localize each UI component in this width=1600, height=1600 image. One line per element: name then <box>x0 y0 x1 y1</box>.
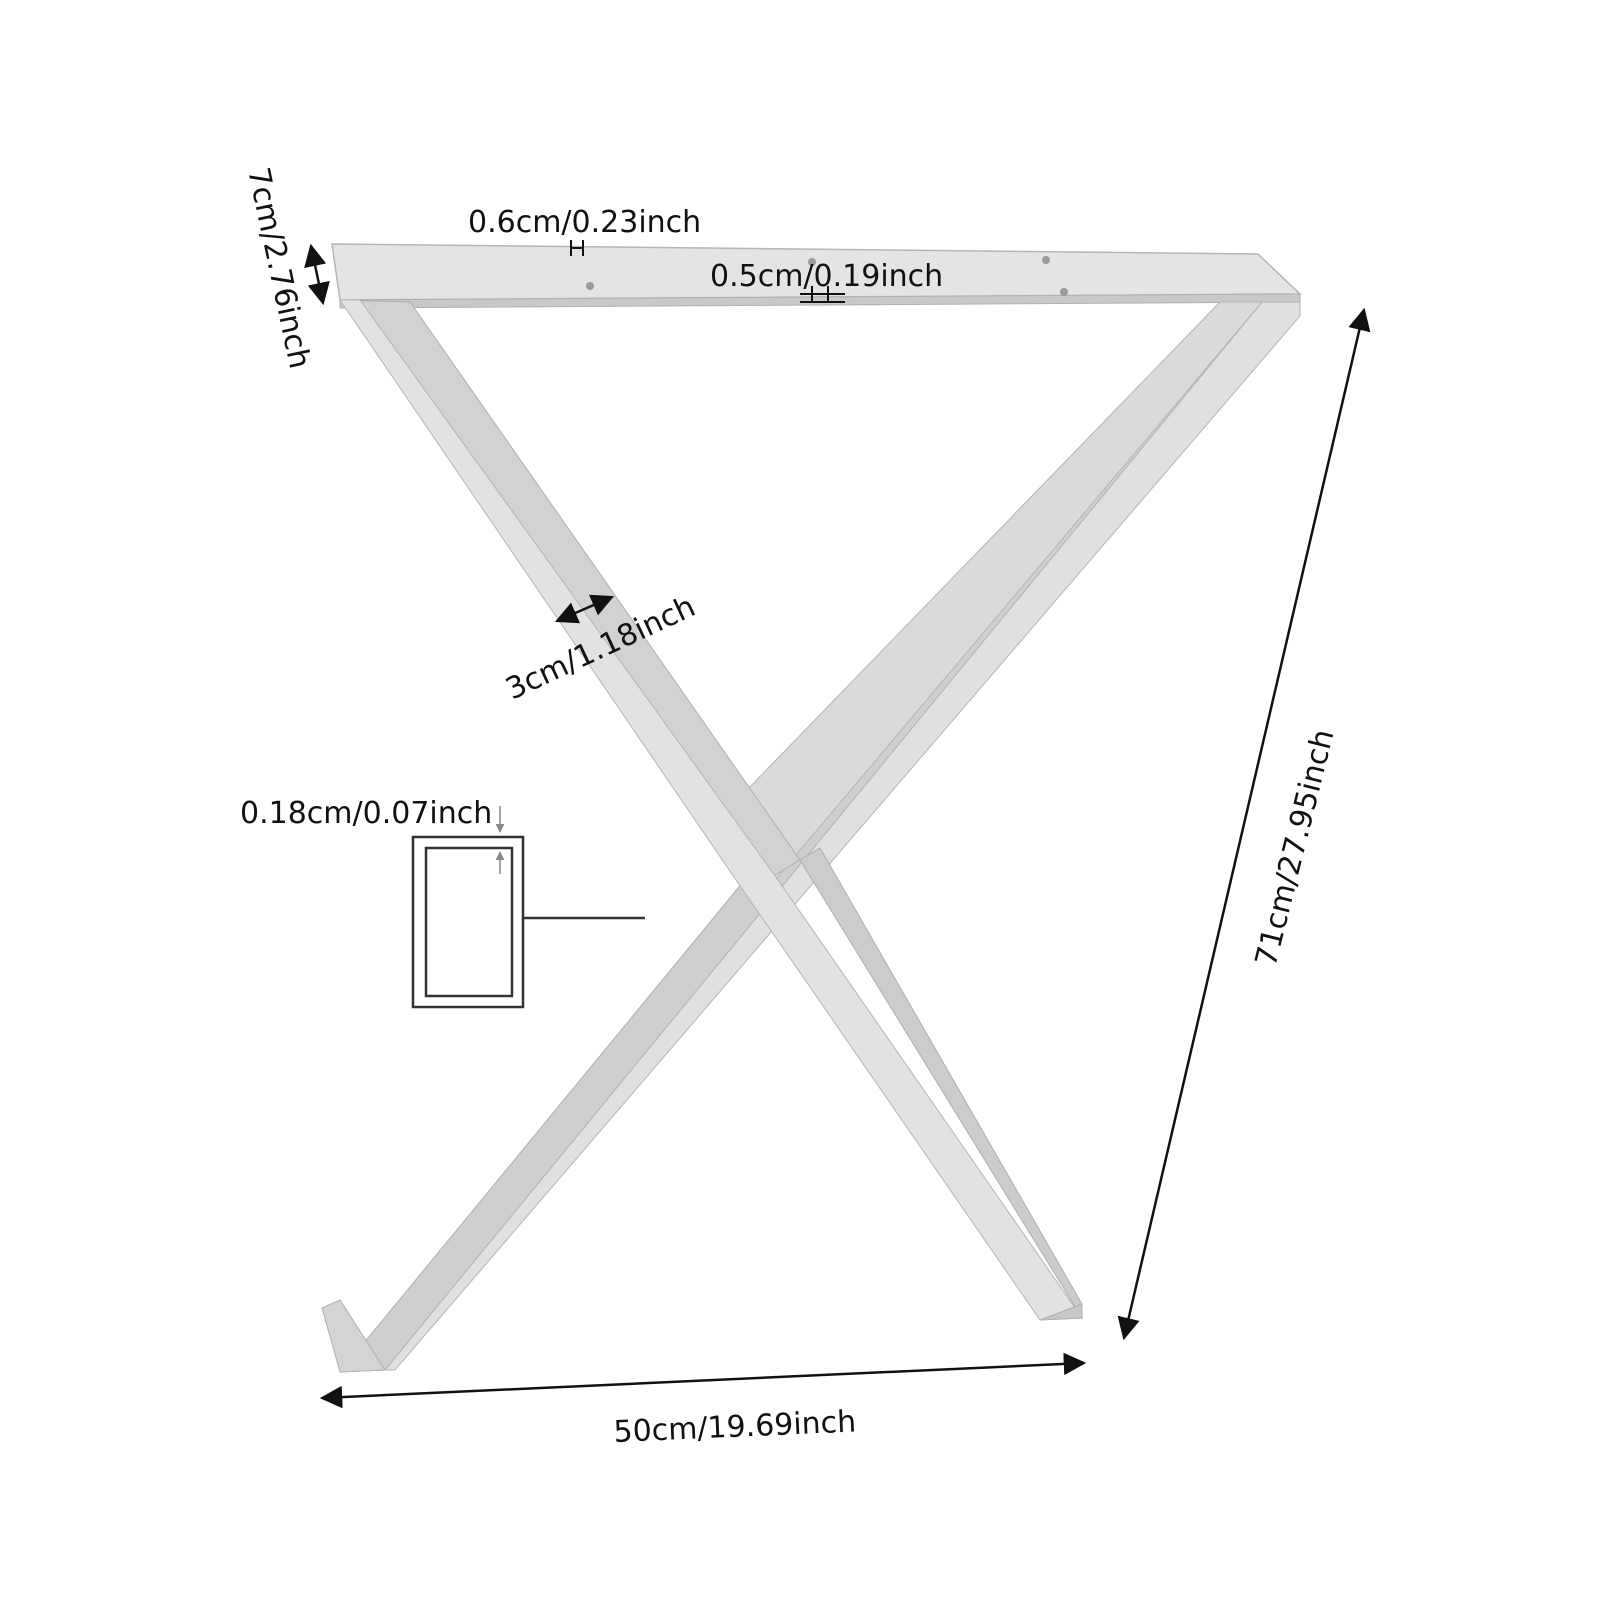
bolt-hole <box>808 258 816 266</box>
overall-height-label: 71cm/27.95inch <box>1249 726 1342 970</box>
bolt-hole <box>1042 256 1050 264</box>
top-height-label: 7cm/2.76inch <box>240 164 317 371</box>
dimension-arrow <box>554 594 615 624</box>
left-leg-lower-side <box>799 847 1083 1320</box>
tube-cross-section-outer <box>411 835 525 1009</box>
tube-cross-section-inner <box>424 846 514 998</box>
overall-width-label: 50cm/19.69inch <box>613 1404 857 1450</box>
dimension-top-height: 7cm/2.76inch <box>240 164 330 372</box>
dimension-arrow <box>1117 307 1371 1341</box>
dimension-plate-thickness: 0.5cm/0.19inch <box>710 259 943 303</box>
wall-thickness-label: 0.18cm/0.07inch <box>240 796 492 831</box>
dimension-bolt-hole: 0.6cm/0.23inch <box>468 205 701 256</box>
dimension-arrow <box>319 1352 1087 1409</box>
plate-thickness-label: 0.5cm/0.19inch <box>710 259 943 294</box>
dimension-wall-thickness: 0.18cm/0.07inch <box>240 796 645 1009</box>
dimension-arrow <box>304 243 330 306</box>
right-leg-inner-face <box>744 301 1264 881</box>
bolt-hole <box>586 282 594 290</box>
left-leg-foot <box>1039 1303 1083 1321</box>
bolt-hole-label: 0.6cm/0.23inch <box>468 205 701 240</box>
right-leg-face <box>383 301 1301 1371</box>
x-table-leg <box>321 243 1302 1373</box>
dimension-overall-width: 50cm/19.69inch <box>319 1352 1087 1450</box>
bolt-hole <box>1060 288 1068 296</box>
